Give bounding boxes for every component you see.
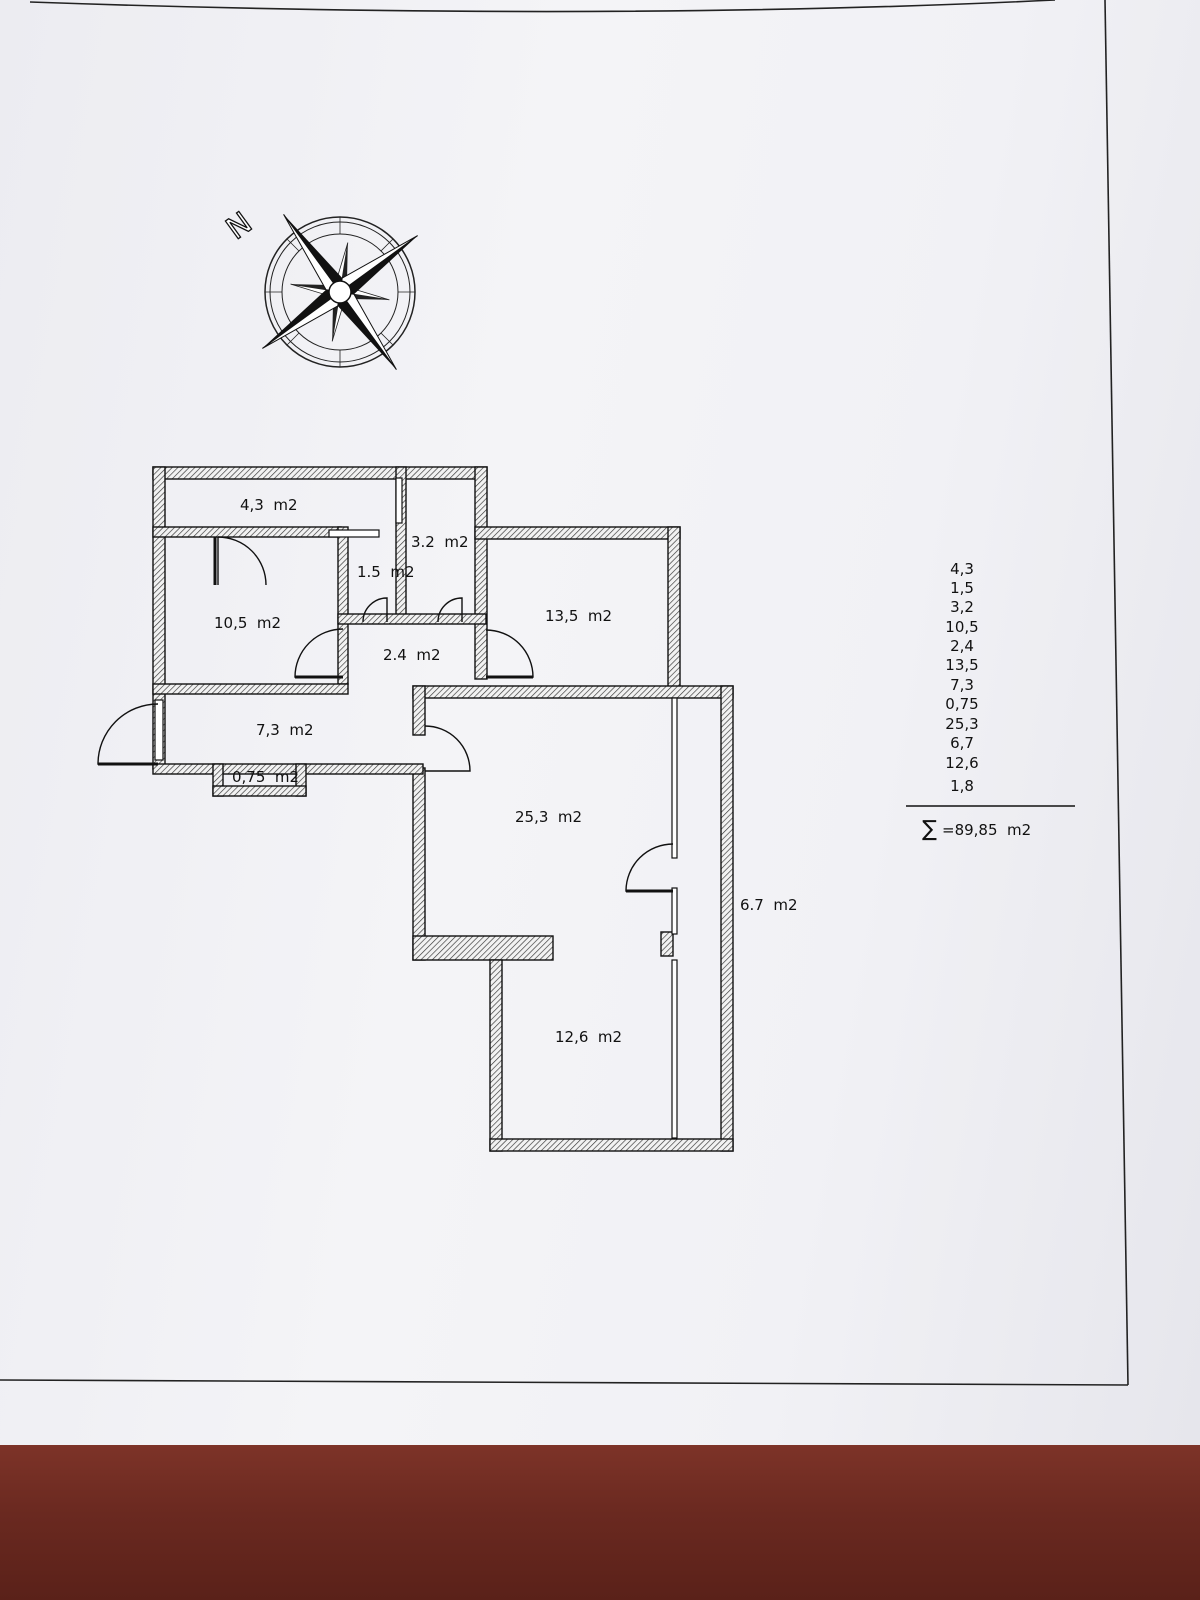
area-list-item: 3,2 [950, 598, 974, 616]
table-surface [0, 1445, 1200, 1600]
room-label-right-top: 13,5 m2 [545, 607, 612, 625]
room-label-living-room: 25,3 m2 [515, 808, 582, 826]
area-list-item: 6,7 [950, 734, 974, 752]
sum-total: =89,85 m2 [942, 821, 1031, 839]
compass-rose [262, 214, 418, 370]
room-labels: 4,3 m2 3.2 m2 1.5 m2 10,5 m2 2.4 m2 13,5… [214, 496, 798, 1046]
sum-symbol: ∑ [922, 817, 937, 842]
room-label-bath: 3.2 m2 [411, 533, 469, 551]
area-list-item: 1,5 [950, 579, 974, 597]
room-label-storage-top: 4,3 m2 [240, 496, 298, 514]
drawing-frame [0, 0, 1129, 1386]
area-list-item: 10,5 [945, 618, 978, 636]
windows [154, 477, 678, 1139]
room-label-wc: 1.5 m2 [357, 563, 415, 581]
area-list-item: 0,75 [945, 695, 978, 713]
room-label-balcony: 6.7 m2 [740, 896, 798, 914]
room-label-corridor: 2.4 m2 [383, 646, 441, 664]
room-label-entry-hall: 7,3 m2 [256, 721, 314, 739]
area-list-item: 7,3 [950, 676, 974, 694]
door-swings [97, 536, 674, 893]
paper-sheet [0, 0, 1200, 1452]
room-label-bedroom-bottom: 12,6 m2 [555, 1028, 622, 1046]
north-label: N [220, 205, 259, 247]
area-list-item: 2,4 [950, 637, 974, 655]
area-list-item: 12,6 [945, 754, 978, 772]
room-label-niche: 0,75 m2 [232, 768, 299, 786]
walls [152, 466, 734, 1152]
room-label-bedroom-left: 10,5 m2 [214, 614, 281, 632]
area-list-item: 13,5 [945, 656, 978, 674]
area-list-item: 4,3 [950, 560, 974, 578]
area-summary: 4,3 1,5 3,2 10,5 2,4 13,5 7,3 0,75 25,3 … [906, 560, 1075, 842]
area-list-item: 1,8 [950, 777, 974, 795]
area-list-item: 25,3 [945, 715, 978, 733]
